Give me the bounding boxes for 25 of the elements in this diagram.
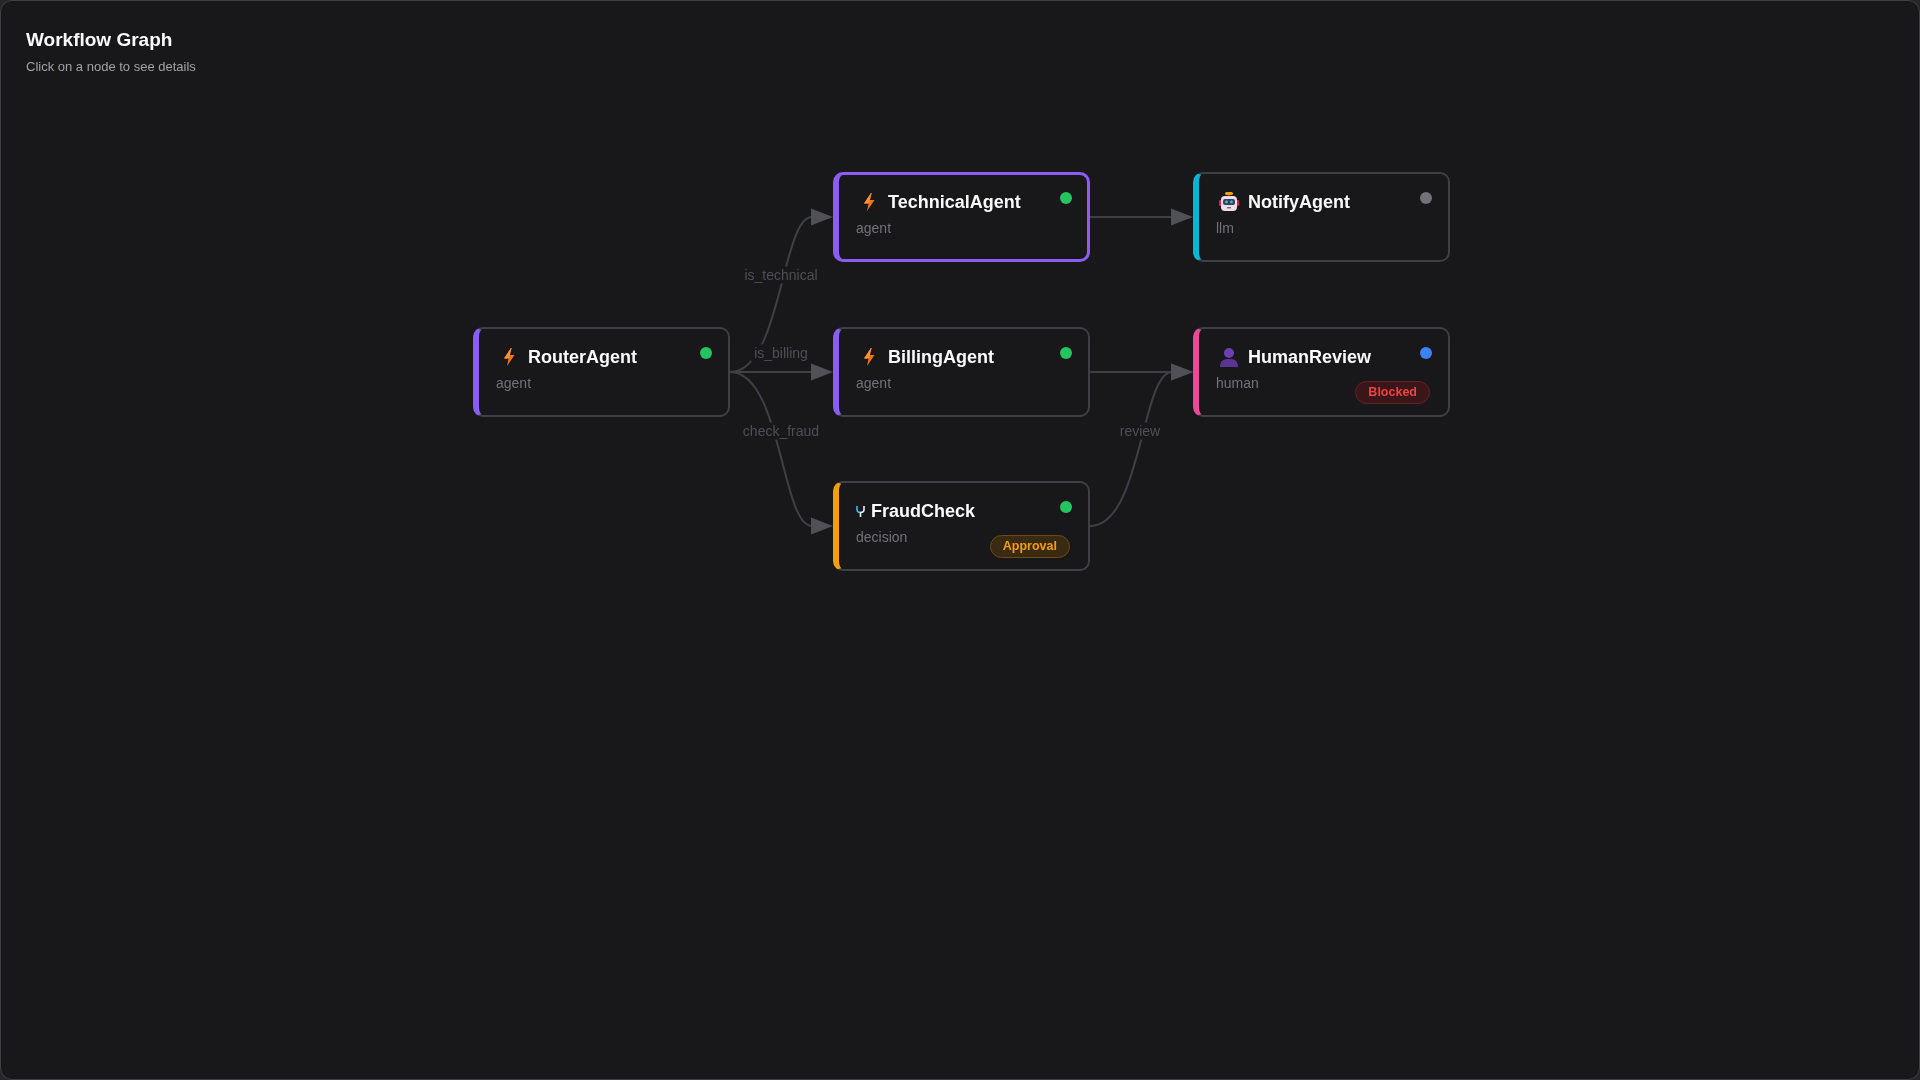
connector-arrow xyxy=(729,371,833,535)
node-type-label: llm xyxy=(1216,219,1234,237)
node-title: HumanReview xyxy=(1248,346,1372,368)
node-type-label: agent xyxy=(856,219,892,237)
node-title: NotifyAgent xyxy=(1248,191,1350,213)
node-title: RouterAgent xyxy=(528,346,637,368)
status-badge: Blocked xyxy=(1355,381,1430,404)
node-card xyxy=(833,481,1090,571)
node-card xyxy=(1193,327,1450,417)
node-type-label: agent xyxy=(496,374,532,392)
node-title: TechnicalAgent xyxy=(888,191,1021,213)
node-title: BillingAgent xyxy=(888,346,994,368)
node-title: FraudCheck xyxy=(871,500,976,522)
node-card xyxy=(473,327,730,417)
node-type-label: human xyxy=(1216,374,1259,392)
node-type-label: decision xyxy=(856,528,908,546)
connector-arrow xyxy=(1089,208,1193,226)
subtitle-text: Click on a node to see details xyxy=(26,59,196,75)
node-card xyxy=(1193,172,1450,262)
status-badge: Approval xyxy=(989,535,1070,558)
node-type-label: agent xyxy=(856,374,892,392)
diagram-title: Workflow Graph xyxy=(26,29,173,51)
node-card xyxy=(833,327,1090,417)
connector-arrow xyxy=(1089,363,1193,527)
selected-node-card xyxy=(833,172,1090,262)
